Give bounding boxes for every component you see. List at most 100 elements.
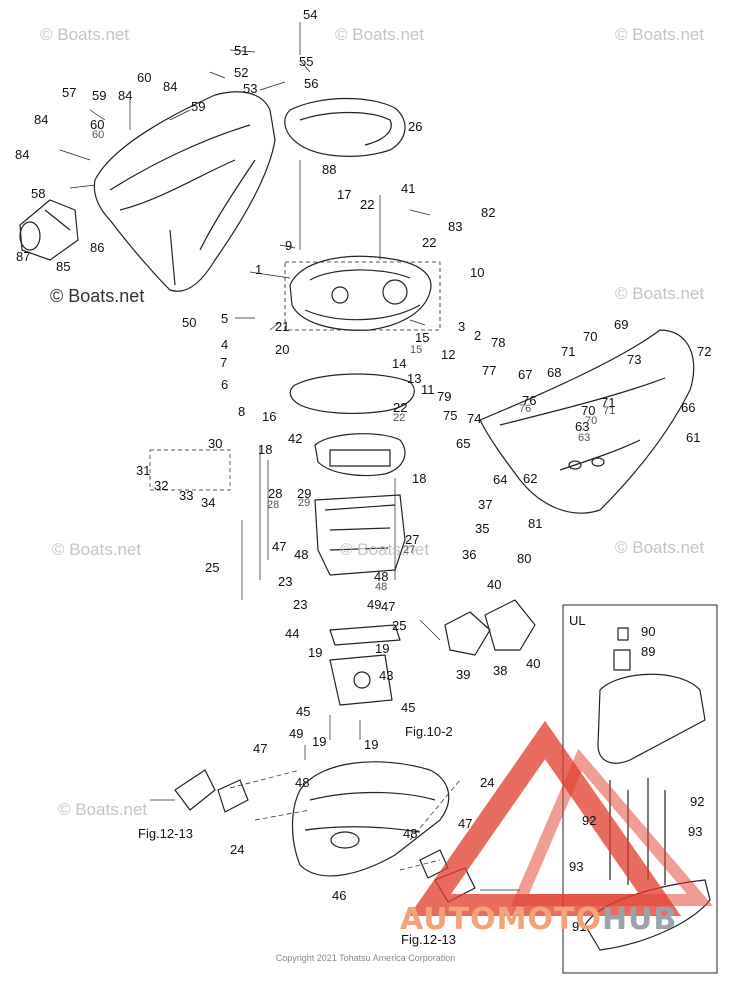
callout-number-small[interactable]: 70 <box>585 415 598 427</box>
callout-number[interactable]: 9 <box>285 238 293 253</box>
callout-number[interactable]: 41 <box>401 181 416 196</box>
callout-number[interactable]: 57 <box>62 85 77 100</box>
callout-number-small[interactable]: 76 <box>519 403 532 415</box>
callout-number[interactable]: 14 <box>392 356 407 371</box>
callout-number-small[interactable]: 27 <box>403 544 416 556</box>
callout-number[interactable]: 53 <box>243 81 258 96</box>
callout-number[interactable]: 27 <box>405 532 420 547</box>
callout-number[interactable]: 28 <box>268 486 283 501</box>
callout-number-small[interactable]: 15 <box>410 344 423 356</box>
callout-number[interactable]: 47 <box>381 599 396 614</box>
callout-number[interactable]: 62 <box>523 471 538 486</box>
callout-number[interactable]: 87 <box>16 249 31 264</box>
callout-number[interactable]: 18 <box>412 471 427 486</box>
callout-number[interactable]: 50 <box>182 315 197 330</box>
callout-number-small[interactable]: 29 <box>298 497 311 509</box>
callout-number[interactable]: 66 <box>681 400 696 415</box>
callout-number[interactable]: 80 <box>517 551 532 566</box>
callout-number[interactable]: 48 <box>295 775 310 790</box>
callout-number[interactable]: 1 <box>255 262 263 277</box>
callout-number[interactable]: 23 <box>293 597 308 612</box>
callout-number-small[interactable]: 71 <box>603 405 616 417</box>
callout-number[interactable]: 93 <box>688 824 703 839</box>
callout-number[interactable]: 60 <box>137 70 152 85</box>
callout-number[interactable]: 71 <box>601 395 616 410</box>
callout-number[interactable]: 29 <box>297 486 312 501</box>
callout-number[interactable]: 40 <box>526 656 541 671</box>
callout-number[interactable]: 47 <box>458 816 473 831</box>
callout-number[interactable]: 22 <box>393 400 408 415</box>
callout-number[interactable]: 15 <box>415 330 430 345</box>
callout-number[interactable]: 83 <box>448 219 463 234</box>
callout-number[interactable]: 65 <box>456 436 471 451</box>
callout-number[interactable]: 89 <box>641 644 656 659</box>
callout-number[interactable]: 52 <box>234 65 249 80</box>
callout-number[interactable]: 4 <box>221 337 229 352</box>
callout-number[interactable]: 79 <box>437 389 452 404</box>
callout-number[interactable]: 77 <box>482 363 497 378</box>
callout-number[interactable]: 74 <box>467 411 482 426</box>
callout-number[interactable]: 45 <box>296 704 311 719</box>
callout-number[interactable]: 92 <box>690 794 705 809</box>
callout-number[interactable]: 51 <box>234 43 249 58</box>
callout-number[interactable]: 60 <box>90 117 105 132</box>
callout-number[interactable]: 90 <box>641 624 656 639</box>
callout-number[interactable]: 38 <box>493 663 508 678</box>
callout-number[interactable]: 22 <box>360 197 375 212</box>
callout-number[interactable]: 64 <box>493 472 508 487</box>
callout-number[interactable]: 70 <box>581 403 596 418</box>
callout-number[interactable]: 8 <box>238 404 246 419</box>
callout-number[interactable]: 84 <box>15 147 30 162</box>
callout-number[interactable]: 70 <box>583 329 598 344</box>
callout-number[interactable]: 23 <box>278 574 293 589</box>
callout-number[interactable]: 59 <box>92 88 107 103</box>
callout-number[interactable]: 47 <box>272 539 287 554</box>
callout-number[interactable]: 21 <box>275 319 290 334</box>
callout-number[interactable]: 25 <box>205 560 220 575</box>
callout-number[interactable]: 75 <box>443 408 458 423</box>
figure-reference[interactable]: Fig.12-13 <box>138 826 193 841</box>
callout-number[interactable]: 78 <box>491 335 506 350</box>
callout-number[interactable]: 55 <box>299 54 314 69</box>
callout-number[interactable]: 67 <box>518 367 533 382</box>
callout-number-small[interactable]: 60 <box>92 129 105 141</box>
callout-number[interactable]: 42 <box>288 431 303 446</box>
callout-number[interactable]: 44 <box>285 626 300 641</box>
callout-number[interactable]: 17 <box>337 187 352 202</box>
callout-number[interactable]: 10 <box>470 265 485 280</box>
callout-number[interactable]: 36 <box>462 547 477 562</box>
callout-number[interactable]: 30 <box>208 436 223 451</box>
callout-number[interactable]: 35 <box>475 521 490 536</box>
callout-number[interactable]: 43 <box>379 668 394 683</box>
callout-number[interactable]: 61 <box>686 430 701 445</box>
callout-number[interactable]: 47 <box>253 741 268 756</box>
callout-number[interactable]: 40 <box>487 577 502 592</box>
callout-number[interactable]: 69 <box>614 317 629 332</box>
callout-number[interactable]: 91 <box>572 919 587 934</box>
callout-number[interactable]: 24 <box>480 775 495 790</box>
callout-number[interactable]: 88 <box>322 162 337 177</box>
callout-number[interactable]: 86 <box>90 240 105 255</box>
callout-number[interactable]: 49 <box>289 726 304 741</box>
callout-number[interactable]: 32 <box>154 478 169 493</box>
callout-number[interactable]: 85 <box>56 259 71 274</box>
callout-number[interactable]: 5 <box>221 311 229 326</box>
callout-number[interactable]: 58 <box>31 186 46 201</box>
callout-number[interactable]: 16 <box>262 409 277 424</box>
figure-reference[interactable]: Fig.12-13 <box>401 932 456 947</box>
callout-number[interactable]: 3 <box>458 319 466 334</box>
callout-number[interactable]: 73 <box>627 352 642 367</box>
callout-number[interactable]: 2 <box>474 328 482 343</box>
callout-number[interactable]: 13 <box>407 371 422 386</box>
figure-reference[interactable]: Fig.10-2 <box>405 724 453 739</box>
callout-number[interactable]: 25 <box>392 618 407 633</box>
callout-number[interactable]: 19 <box>375 641 390 656</box>
callout-number[interactable]: 76 <box>522 393 537 408</box>
callout-number[interactable]: 12 <box>441 347 456 362</box>
callout-number[interactable]: 84 <box>163 79 178 94</box>
callout-number[interactable]: 56 <box>304 76 319 91</box>
callout-number-small[interactable]: 63 <box>578 432 591 444</box>
callout-number[interactable]: 19 <box>308 645 323 660</box>
callout-number[interactable]: 24 <box>230 842 245 857</box>
callout-number[interactable]: 63 <box>575 419 590 434</box>
